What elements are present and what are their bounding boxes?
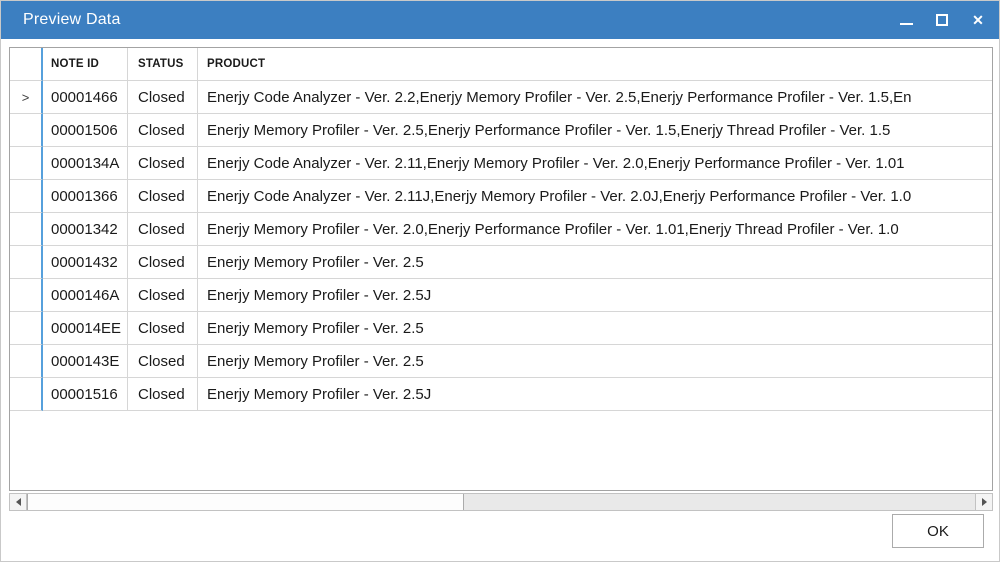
product-cell[interactable]: Enerjy Code Analyzer - Ver. 2.2,Enerjy M…: [198, 81, 992, 114]
product-cell[interactable]: Enerjy Memory Profiler - Ver. 2.5: [198, 312, 992, 345]
status-cell[interactable]: Closed: [128, 312, 198, 345]
column-header-note-id[interactable]: NOTE ID: [43, 48, 128, 81]
table-row[interactable]: 00001366 Closed Enerjy Code Analyzer - V…: [10, 180, 992, 213]
row-selector-cell[interactable]: >: [10, 81, 43, 114]
status-cell[interactable]: Closed: [128, 180, 198, 213]
scrollbar-track[interactable]: [464, 494, 975, 510]
product-cell[interactable]: Enerjy Memory Profiler - Ver. 2.0,Enerjy…: [198, 213, 992, 246]
status-cell[interactable]: Closed: [128, 279, 198, 312]
status-cell[interactable]: Closed: [128, 114, 198, 147]
product-cell[interactable]: Enerjy Memory Profiler - Ver. 2.5J: [198, 378, 992, 411]
note-id-cell[interactable]: 0000134A: [43, 147, 128, 180]
status-cell[interactable]: Closed: [128, 378, 198, 411]
row-selector-cell[interactable]: [10, 213, 43, 246]
note-id-cell[interactable]: 00001432: [43, 246, 128, 279]
minimize-icon: [899, 23, 913, 25]
horizontal-scrollbar[interactable]: [9, 493, 993, 511]
window-controls: ✕: [899, 13, 985, 27]
table-body: > 00001466 Closed Enerjy Code Analyzer -…: [10, 81, 992, 411]
table-row[interactable]: 00001506 Closed Enerjy Memory Profiler -…: [10, 114, 992, 147]
status-cell[interactable]: Closed: [128, 213, 198, 246]
status-cell[interactable]: Closed: [128, 147, 198, 180]
table-row[interactable]: 0000134A Closed Enerjy Code Analyzer - V…: [10, 147, 992, 180]
column-header-status[interactable]: STATUS: [128, 48, 198, 81]
note-id-cell[interactable]: 000014EE: [43, 312, 128, 345]
product-cell[interactable]: Enerjy Code Analyzer - Ver. 2.11,Enerjy …: [198, 147, 992, 180]
table-row[interactable]: 0000143E Closed Enerjy Memory Profiler -…: [10, 345, 992, 378]
product-cell[interactable]: Enerjy Memory Profiler - Ver. 2.5,Enerjy…: [198, 114, 992, 147]
scroll-left-icon: [15, 498, 21, 506]
status-cell[interactable]: Closed: [128, 345, 198, 378]
status-cell[interactable]: Closed: [128, 246, 198, 279]
product-cell[interactable]: Enerjy Memory Profiler - Ver. 2.5J: [198, 279, 992, 312]
note-id-cell[interactable]: 00001516: [43, 378, 128, 411]
window-title: Preview Data: [23, 11, 121, 28]
table-row[interactable]: 00001516 Closed Enerjy Memory Profiler -…: [10, 378, 992, 411]
row-selector-header: [10, 48, 43, 81]
minimize-button[interactable]: [899, 13, 913, 27]
note-id-cell[interactable]: 0000143E: [43, 345, 128, 378]
close-button[interactable]: ✕: [971, 13, 985, 27]
row-selector-cell[interactable]: [10, 279, 43, 312]
note-id-cell[interactable]: 0000146A: [43, 279, 128, 312]
note-id-cell[interactable]: 00001506: [43, 114, 128, 147]
product-cell[interactable]: Enerjy Code Analyzer - Ver. 2.11J,Enerjy…: [198, 180, 992, 213]
column-header-product[interactable]: PRODUCT: [198, 48, 992, 81]
product-cell[interactable]: Enerjy Memory Profiler - Ver. 2.5: [198, 246, 992, 279]
status-cell[interactable]: Closed: [128, 81, 198, 114]
table-row[interactable]: 00001342 Closed Enerjy Memory Profiler -…: [10, 213, 992, 246]
close-icon: ✕: [972, 12, 984, 28]
table-row[interactable]: 000014EE Closed Enerjy Memory Profiler -…: [10, 312, 992, 345]
row-selector-cell[interactable]: [10, 378, 43, 411]
scroll-left-button[interactable]: [10, 494, 27, 510]
note-id-cell[interactable]: 00001466: [43, 81, 128, 114]
scrollbar-thumb[interactable]: [27, 494, 464, 510]
maximize-button[interactable]: [935, 13, 949, 27]
note-id-cell[interactable]: 00001342: [43, 213, 128, 246]
row-selector-cell[interactable]: [10, 180, 43, 213]
table-row[interactable]: 0000146A Closed Enerjy Memory Profiler -…: [10, 279, 992, 312]
maximize-icon: [936, 14, 948, 26]
row-selector-cell[interactable]: [10, 246, 43, 279]
data-grid: NOTE ID STATUS PRODUCT > 00001466 Closed…: [9, 47, 993, 491]
table-row[interactable]: 00001432 Closed Enerjy Memory Profiler -…: [10, 246, 992, 279]
table-header-row: NOTE ID STATUS PRODUCT: [10, 48, 992, 81]
note-id-cell[interactable]: 00001366: [43, 180, 128, 213]
scroll-right-button[interactable]: [975, 494, 992, 510]
row-selector-cell[interactable]: [10, 345, 43, 378]
scroll-right-icon: [981, 498, 987, 506]
ok-button[interactable]: OK: [892, 514, 984, 548]
row-selector-cell[interactable]: [10, 147, 43, 180]
title-bar: Preview Data ✕: [1, 1, 999, 39]
row-selector-cell[interactable]: [10, 114, 43, 147]
product-cell[interactable]: Enerjy Memory Profiler - Ver. 2.5: [198, 345, 992, 378]
row-selector-cell[interactable]: [10, 312, 43, 345]
table-row[interactable]: > 00001466 Closed Enerjy Code Analyzer -…: [10, 81, 992, 114]
